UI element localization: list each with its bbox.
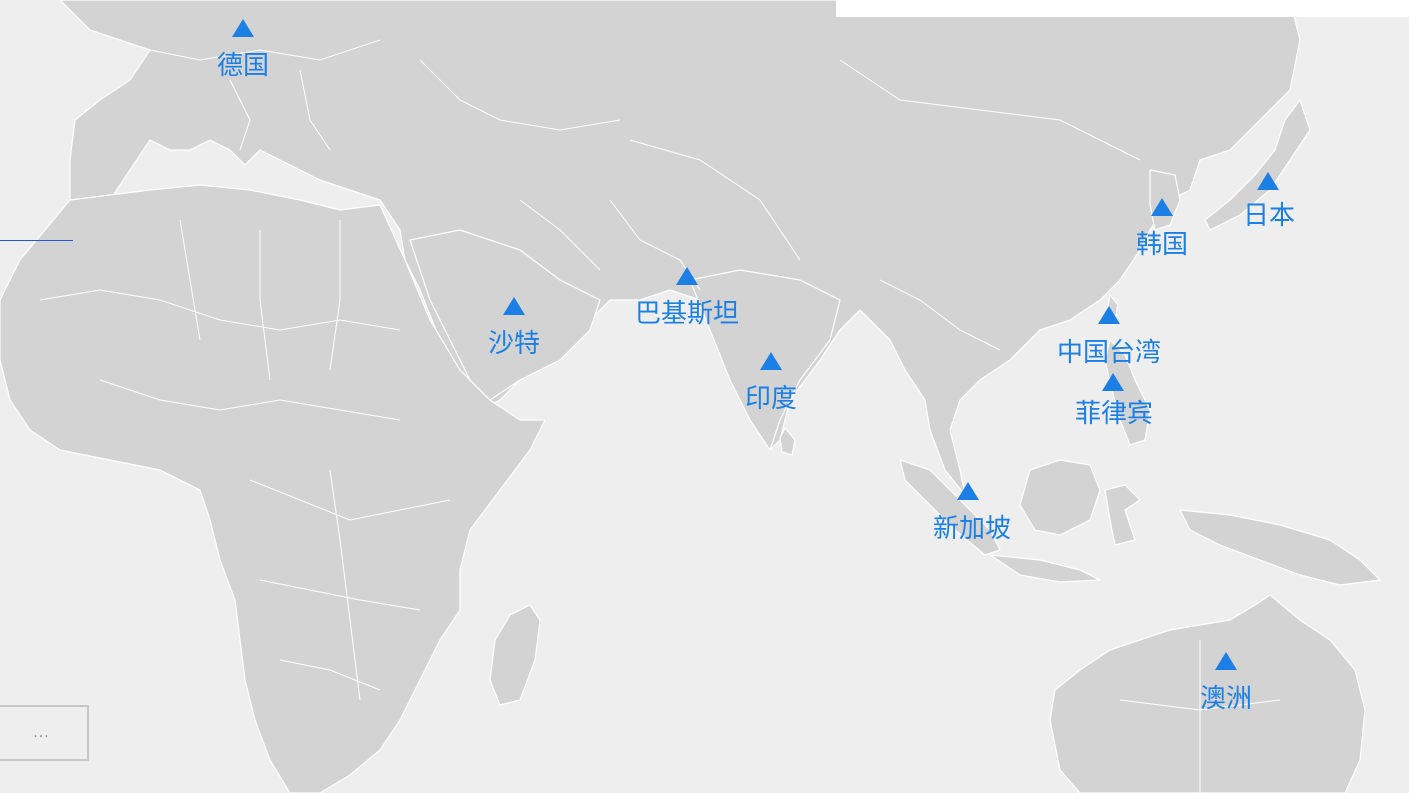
marker-germany[interactable]: 德国 xyxy=(217,19,269,81)
marker-label-australia: 澳洲 xyxy=(1200,684,1252,714)
marker-label-korea: 韩国 xyxy=(1136,230,1188,260)
marker-australia[interactable]: 澳洲 xyxy=(1200,652,1252,714)
top-panel xyxy=(836,0,1409,17)
triangle-marker-icon[interactable] xyxy=(1098,306,1120,324)
landmass-sulawesi xyxy=(1104,484,1141,546)
triangle-marker-icon[interactable] xyxy=(1102,373,1124,391)
triangle-marker-icon[interactable] xyxy=(232,19,254,37)
landmass-japan xyxy=(1204,99,1311,231)
marker-singapore[interactable]: 新加坡 xyxy=(933,482,1011,544)
triangle-marker-icon[interactable] xyxy=(957,482,979,500)
triangle-marker-icon[interactable] xyxy=(503,297,525,315)
triangle-marker-icon[interactable] xyxy=(676,267,698,285)
marker-label-singapore: 新加坡 xyxy=(933,514,1011,544)
marker-saudi[interactable]: 沙特 xyxy=(488,297,540,359)
landmass-india xyxy=(689,269,841,451)
marker-taiwan[interactable]: 中国台湾 xyxy=(1057,306,1161,368)
landmass-borneo xyxy=(1019,459,1101,536)
landmass-australia xyxy=(1049,594,1366,793)
marker-label-saudi: 沙特 xyxy=(488,329,540,359)
landmass-sri-lanka xyxy=(779,427,796,456)
marker-india[interactable]: 印度 xyxy=(745,352,797,414)
marker-pakistan[interactable]: 巴基斯坦 xyxy=(635,267,739,329)
marker-label-pakistan: 巴基斯坦 xyxy=(635,299,739,329)
marker-label-japan: 日本 xyxy=(1243,201,1295,231)
marker-label-taiwan: 中国台湾 xyxy=(1057,338,1161,368)
landmass-sumatra xyxy=(899,459,1001,556)
landmass-new-guinea xyxy=(1179,509,1381,586)
marker-japan[interactable]: 日本 xyxy=(1243,172,1295,231)
triangle-marker-icon[interactable] xyxy=(760,352,782,370)
marker-label-philippines: 菲律宾 xyxy=(1075,399,1153,429)
triangle-marker-icon[interactable] xyxy=(1151,198,1173,216)
marker-philippines[interactable]: 菲律宾 xyxy=(1075,373,1153,429)
landmass-korea xyxy=(1149,169,1181,231)
marker-label-india: 印度 xyxy=(745,384,797,414)
marker-label-germany: 德国 xyxy=(217,51,269,81)
more-label: ... xyxy=(33,725,50,741)
triangle-marker-icon[interactable] xyxy=(1215,652,1237,670)
left-divider-line xyxy=(0,240,73,241)
more-button[interactable]: ... xyxy=(0,705,89,761)
landmass-java xyxy=(989,554,1101,583)
landmass-philippines xyxy=(1104,339,1151,446)
country-borders xyxy=(39,39,1281,793)
landmass-madagascar xyxy=(489,604,541,706)
triangle-marker-icon[interactable] xyxy=(1257,172,1279,190)
marker-korea[interactable]: 韩国 xyxy=(1136,198,1188,260)
